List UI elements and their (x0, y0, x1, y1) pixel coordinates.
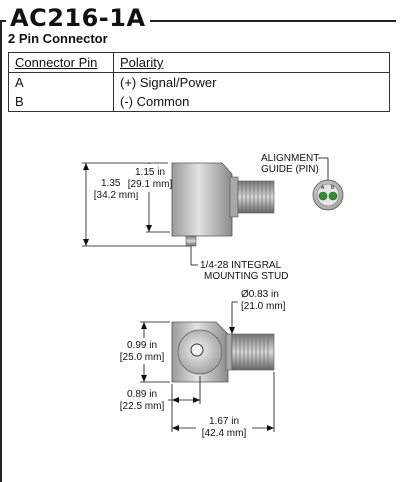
pin-b-icon (328, 191, 338, 201)
pin-table: Connector Pin Polarity A (+) Signal/Powe… (8, 52, 390, 112)
diameter-label: Ø0.83 in (241, 289, 279, 300)
pin-a-icon (318, 191, 328, 201)
height-body-mm-label: [29.1 mm] (128, 179, 173, 190)
center-offset-mm-label: [22.5 mm] (120, 401, 165, 412)
body-width-mm-label: [25.0 mm] (120, 352, 165, 363)
table-row: A (+) Signal/Power (8, 72, 390, 92)
sensor-body-top (171, 321, 229, 383)
frame-top-rule (110, 20, 396, 22)
alignment-label-line1: ALIGNMENT (261, 153, 319, 164)
mounting-stud (185, 235, 197, 247)
pin-b-label: B (331, 185, 335, 191)
height-total-mm-label: [34.2 mm] (94, 190, 139, 201)
side-view: 1.35 in [34.2 mm] 1.15 in [29.1 mm] 1/4-… (82, 153, 344, 282)
top-view: Ø0.83 in [21.0 mm] 0.99 in [25.0 mm] 0.8… (114, 289, 286, 440)
table-header-row: Connector Pin Polarity (8, 52, 390, 73)
connector-thread (237, 180, 275, 214)
header-connector-pin: Connector Pin (8, 52, 114, 73)
table-row: B (-) Common (8, 92, 390, 112)
alignment-label-line2: GUIDE (PIN) (261, 164, 319, 175)
pin-a-label: A (321, 185, 325, 191)
frame-top-left-tick (0, 20, 6, 22)
stud-label-line2: MOUNTING STUD (204, 271, 288, 282)
page-title: AC216-1A (10, 4, 150, 32)
height-body-label: 1.15 in (135, 167, 165, 178)
header-polarity: Polarity (113, 52, 390, 73)
body-width-label: 0.99 in (127, 340, 157, 351)
frame-left-border (0, 20, 2, 482)
center-offset-label: 0.89 in (127, 389, 157, 400)
diameter-mm-label: [21.0 mm] (241, 301, 286, 312)
table-cell-pin: B (8, 92, 114, 112)
stud-label-line1: 1/4-28 INTEGRAL (200, 260, 282, 271)
connector-face (312, 179, 344, 211)
length-label: 1.67 in (209, 416, 239, 427)
height-total-label: 1.35 in (101, 178, 131, 189)
subtitle: 2 Pin Connector (8, 31, 108, 46)
length-mm-label: [42.4 mm] (202, 428, 247, 439)
table-cell-polarity: (+) Signal/Power (120, 75, 217, 90)
connector-thread-top (231, 333, 275, 371)
sensor-body (171, 162, 233, 237)
table-cell-pin: A (8, 72, 114, 92)
table-cell-polarity: (-) Common (120, 94, 190, 109)
